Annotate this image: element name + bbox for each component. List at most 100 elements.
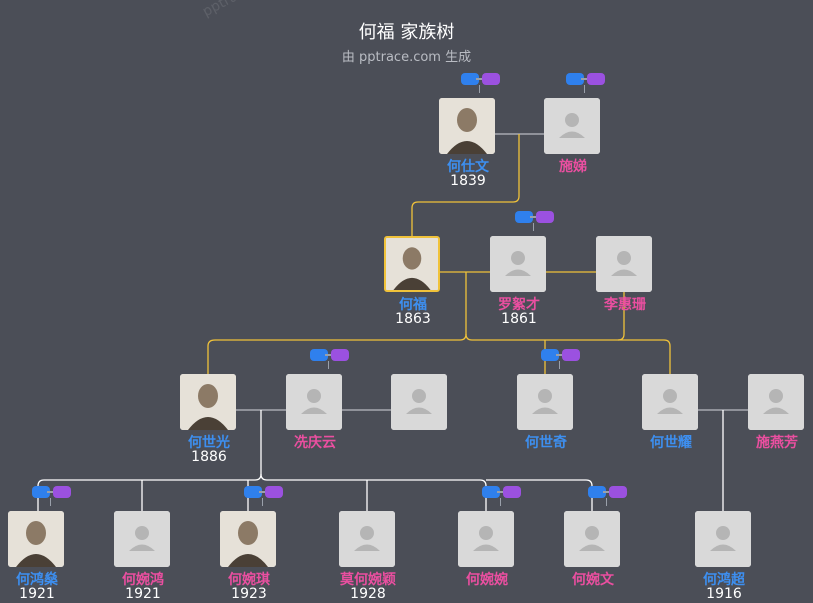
person-birth-year: 1923 — [231, 586, 267, 602]
person-avatar[interactable] — [596, 236, 652, 292]
descendant-line — [260, 473, 487, 511]
couple-badge[interactable] — [482, 486, 521, 506]
person-name[interactable]: 何仕文 — [447, 159, 489, 175]
person-birth-year: 1886 — [191, 449, 227, 465]
avatar-placeholder-icon — [391, 374, 447, 430]
couple-badge[interactable] — [541, 349, 580, 369]
badge-stem — [606, 498, 607, 506]
person-name[interactable]: 罗絮才 — [498, 297, 540, 313]
badge-purple[interactable] — [503, 486, 521, 498]
couple-badge[interactable] — [244, 486, 283, 506]
badge-blue[interactable] — [32, 486, 50, 498]
portrait-photo-icon — [386, 238, 438, 290]
person-avatar[interactable] — [544, 98, 600, 154]
person-photo[interactable] — [8, 511, 64, 567]
portrait-photo-icon — [180, 374, 236, 430]
badge-link — [497, 491, 505, 493]
person-avatar[interactable] — [564, 511, 620, 567]
couple-badge[interactable] — [566, 73, 605, 93]
badge-link — [530, 216, 538, 218]
badge-link — [325, 354, 333, 356]
person-name[interactable]: 施燕芳 — [756, 435, 798, 451]
avatar-placeholder-icon — [695, 511, 751, 567]
person-name[interactable]: 李惠珊 — [604, 297, 646, 313]
badge-blue[interactable] — [515, 211, 533, 223]
person-name[interactable]: 何世光 — [188, 435, 230, 451]
person-name[interactable]: 莫何婉颖 — [340, 572, 396, 588]
badge-blue[interactable] — [244, 486, 262, 498]
badge-stem — [584, 85, 585, 93]
person-birth-year: 1863 — [395, 311, 431, 327]
person-avatar[interactable] — [391, 374, 447, 430]
person-birth-year: 1921 — [19, 586, 55, 602]
portrait-photo-icon — [439, 98, 495, 154]
person-name[interactable]: 何婉文 — [572, 572, 614, 588]
badge-blue[interactable] — [482, 486, 500, 498]
person-name[interactable]: 何福 — [399, 297, 427, 313]
descendant-line — [486, 479, 593, 511]
person-avatar[interactable] — [114, 511, 170, 567]
badge-stem — [262, 498, 263, 506]
badge-blue[interactable] — [541, 349, 559, 361]
person-name[interactable]: 何婉婉 — [466, 572, 508, 588]
badge-purple[interactable] — [587, 73, 605, 85]
couple-badge[interactable] — [515, 211, 554, 231]
person-avatar[interactable] — [642, 374, 698, 430]
person-photo[interactable] — [220, 511, 276, 567]
person-name[interactable]: 何世奇 — [525, 435, 567, 451]
badge-link — [47, 491, 55, 493]
person-avatar[interactable] — [458, 511, 514, 567]
badge-purple[interactable] — [562, 349, 580, 361]
badge-link — [476, 78, 484, 80]
avatar-placeholder-icon — [517, 374, 573, 430]
avatar-placeholder-icon — [544, 98, 600, 154]
badge-blue[interactable] — [461, 73, 479, 85]
person-birth-year: 1916 — [706, 586, 742, 602]
person-photo[interactable] — [384, 236, 440, 292]
ancestor-line — [617, 292, 625, 341]
person-name[interactable]: 何世耀 — [650, 435, 692, 451]
person-name[interactable]: 何鸿燊 — [16, 572, 58, 588]
person-name[interactable]: 何婉鸿 — [122, 572, 164, 588]
avatar-placeholder-icon — [114, 511, 170, 567]
person-avatar[interactable] — [286, 374, 342, 430]
couple-badge[interactable] — [461, 73, 500, 93]
badge-blue[interactable] — [588, 486, 606, 498]
person-name[interactable]: 何鸿超 — [703, 572, 745, 588]
badge-purple[interactable] — [53, 486, 71, 498]
person-avatar[interactable] — [517, 374, 573, 430]
person-name[interactable]: 何婉琪 — [228, 572, 270, 588]
avatar-placeholder-icon — [286, 374, 342, 430]
badge-blue[interactable] — [566, 73, 584, 85]
person-avatar[interactable] — [695, 511, 751, 567]
badge-link — [556, 354, 564, 356]
person-avatar[interactable] — [748, 374, 804, 430]
person-photo[interactable] — [439, 98, 495, 154]
badge-purple[interactable] — [609, 486, 627, 498]
avatar-placeholder-icon — [596, 236, 652, 292]
person-birth-year: 1921 — [125, 586, 161, 602]
couple-badge[interactable] — [32, 486, 71, 506]
person-avatar[interactable] — [490, 236, 546, 292]
badge-blue[interactable] — [310, 349, 328, 361]
badge-purple[interactable] — [482, 73, 500, 85]
person-name[interactable]: 施娣 — [559, 159, 587, 175]
person-name[interactable]: 冼庆云 — [294, 435, 336, 451]
avatar-placeholder-icon — [564, 511, 620, 567]
avatar-placeholder-icon — [339, 511, 395, 567]
badge-stem — [500, 498, 501, 506]
badge-purple[interactable] — [331, 349, 349, 361]
portrait-photo-icon — [8, 511, 64, 567]
badge-stem — [50, 498, 51, 506]
couple-badge[interactable] — [588, 486, 627, 506]
ancestor-line — [465, 333, 671, 374]
portrait-photo-icon — [220, 511, 276, 567]
badge-purple[interactable] — [265, 486, 283, 498]
couple-badge[interactable] — [310, 349, 349, 369]
ancestor-line — [411, 134, 520, 236]
person-avatar[interactable] — [339, 511, 395, 567]
badge-purple[interactable] — [536, 211, 554, 223]
person-photo[interactable] — [180, 374, 236, 430]
page-subtitle: 由 pptrace.com 生成 — [341, 50, 472, 65]
